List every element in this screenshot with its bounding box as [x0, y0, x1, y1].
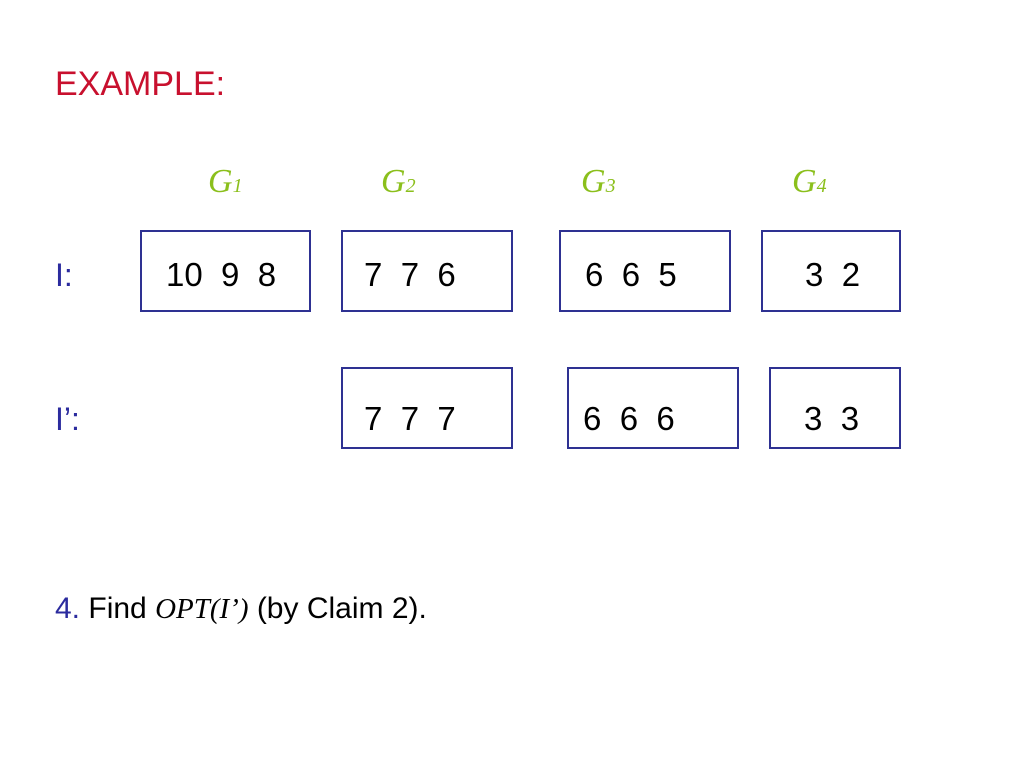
step-text-before: Find — [80, 592, 156, 625]
group-label-g3: G3 — [581, 160, 616, 208]
step-text-after: (by Claim 2). — [248, 592, 427, 625]
opt-expression: OPT(I’) — [155, 593, 249, 625]
group-subscript: 1 — [232, 175, 243, 197]
box-values: 7 7 6 — [364, 256, 456, 293]
box-values: 6 6 6 — [583, 400, 675, 437]
group-label-g2: G2 — [381, 160, 416, 208]
group-subscript: 3 — [605, 175, 616, 197]
box-values: 3 2 — [805, 256, 861, 293]
group-box-i-prime-3 — [567, 367, 739, 449]
group-box-i-prime-2 — [341, 367, 513, 449]
group-box-i-prime-4 — [769, 367, 901, 449]
row-label-i: I: — [55, 257, 73, 293]
group-box-i-3 — [559, 230, 731, 312]
group-subscript: 4 — [816, 175, 827, 197]
example-title: EXAMPLE: — [55, 65, 226, 103]
group-box-i-1 — [140, 230, 311, 312]
group-subscript: 2 — [405, 175, 416, 197]
group-label-g4: G4 — [792, 160, 827, 208]
group-letter: G — [381, 163, 406, 200]
step-4-line: 4. Find OPT(I’) (by Claim 2). — [55, 588, 427, 630]
box-values: 3 3 — [804, 400, 860, 437]
step-number: 4. — [55, 592, 81, 625]
group-letter: G — [208, 163, 233, 200]
row-label-i-prime: I’: — [55, 401, 80, 437]
box-values: 6 6 5 — [585, 256, 677, 293]
group-letter: G — [792, 163, 817, 200]
box-values: 7 7 7 — [364, 400, 456, 437]
group-box-i-2 — [341, 230, 513, 312]
box-values: 10 9 8 — [166, 256, 277, 293]
group-label-g1: G1 — [208, 160, 243, 208]
group-letter: G — [581, 163, 606, 200]
group-box-i-4 — [761, 230, 901, 312]
